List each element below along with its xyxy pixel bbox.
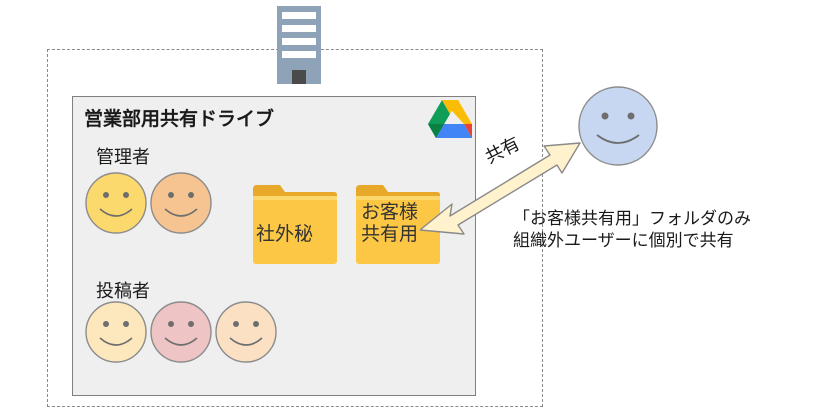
folder-label-shared: お客様 共有用 — [361, 201, 419, 246]
poster-face-3 — [215, 301, 277, 363]
external-user-face — [578, 86, 658, 166]
admin-role-label: 管理者 — [96, 147, 150, 168]
folder-label-shared-line2: 共有用 — [361, 222, 419, 245]
poster-face-2 — [150, 301, 212, 363]
sharing-note-line2: 組織外ユーザーに個別で共有 — [513, 231, 734, 252]
google-drive-icon — [428, 100, 472, 138]
folder-icon[interactable] — [252, 183, 338, 265]
poster-role-label: 投稿者 — [96, 281, 150, 302]
folder-icon[interactable] — [355, 183, 441, 265]
folder-label-shared-line1: お客様 — [361, 201, 419, 223]
admin-face-1 — [85, 172, 147, 234]
sharing-note-line1: 「お客様共有用」フォルダのみ — [513, 209, 751, 229]
folder-label-secret: 社外秘 — [256, 223, 314, 245]
shared-drive-title: 営業部用共有ドライブ — [84, 108, 275, 130]
admin-face-2 — [150, 172, 212, 234]
building-icon — [277, 6, 321, 84]
poster-face-1 — [85, 301, 147, 363]
double-arrow-icon — [420, 142, 581, 235]
sharing-note: 「お客様共有用」フォルダのみ 組織外ユーザーに個別で共有 — [513, 208, 751, 252]
